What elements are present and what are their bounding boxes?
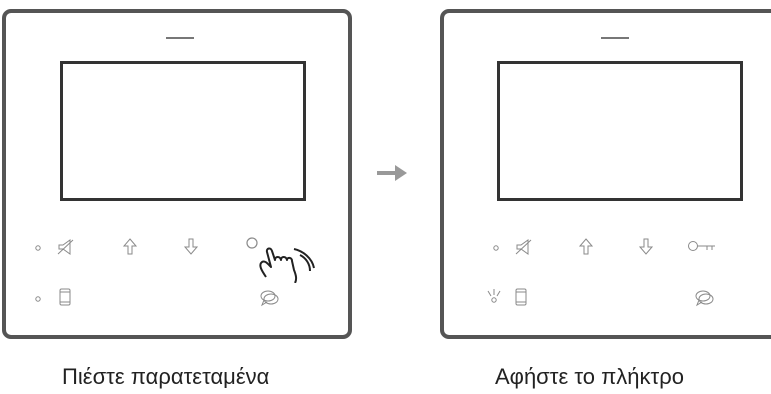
status-led-icon <box>493 245 499 251</box>
monitor-device <box>2 9 352 339</box>
pressing-hand-icon <box>246 237 315 283</box>
step-1-caption: Πιέστε παρατεταμένα <box>62 364 270 389</box>
status-led-icon <box>35 245 41 251</box>
up-arrow-icon[interactable] <box>122 237 138 257</box>
intercom-handset-icon[interactable] <box>514 287 528 307</box>
step-2-caption: Αφήστε το πλήκτρο <box>495 364 684 389</box>
speaker-slot <box>166 37 194 39</box>
monitor-device <box>440 9 771 339</box>
down-arrow-icon[interactable] <box>638 237 654 257</box>
chat-bubbles-icon[interactable] <box>258 288 280 308</box>
key-unlock-icon[interactable] <box>687 239 717 253</box>
transition-arrow-icon <box>377 165 407 181</box>
status-led-icon <box>35 296 41 302</box>
monitor-screen <box>60 61 306 201</box>
chat-bubbles-icon[interactable] <box>693 288 715 308</box>
intercom-handset-icon[interactable] <box>58 287 72 307</box>
mute-speaker-icon[interactable] <box>514 237 534 257</box>
monitor-screen <box>497 61 743 201</box>
down-arrow-icon[interactable] <box>183 237 199 257</box>
speaker-slot <box>601 37 629 39</box>
up-arrow-icon[interactable] <box>578 237 594 257</box>
mute-speaker-icon[interactable] <box>56 237 76 257</box>
light-indicator-icon <box>487 289 501 303</box>
